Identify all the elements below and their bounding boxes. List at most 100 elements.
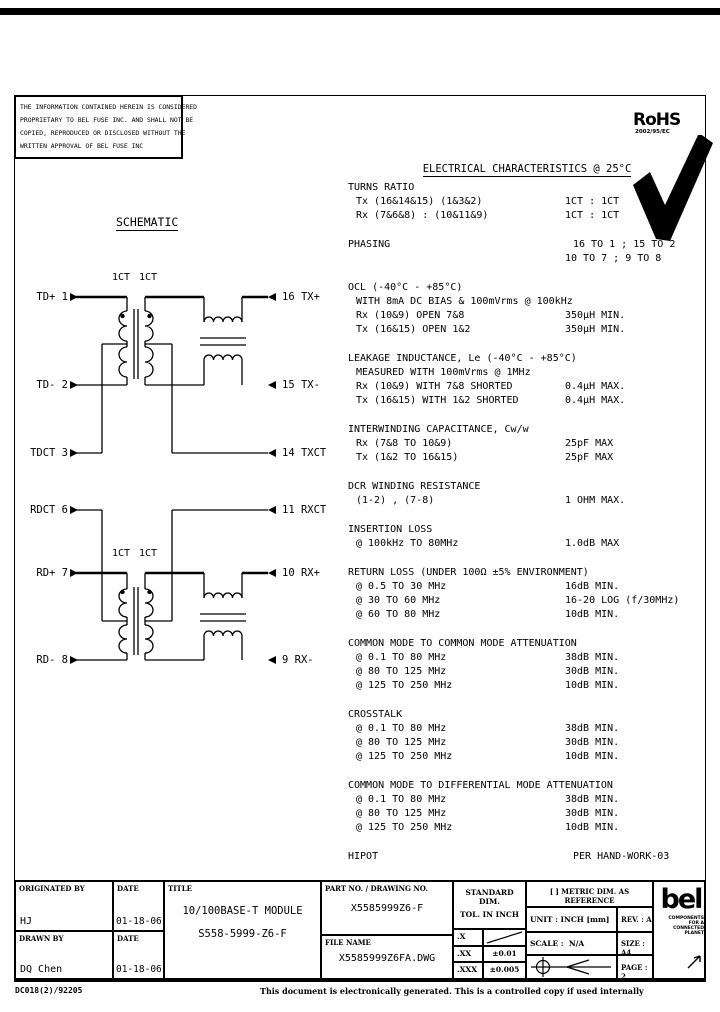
spec-value: 30dB MIN. (565, 666, 620, 677)
third-angle-projection-icon (531, 957, 611, 977)
spec-value: 10dB MIN. (565, 609, 620, 620)
title-label: TITLE (168, 884, 192, 893)
tolerance-value-cell: ±0.01 (482, 945, 525, 961)
spec-label: Tx (16&14&15) (1&3&2) (356, 196, 483, 207)
top-bar (0, 8, 720, 15)
unit-cell: UNIT : INCH [mm] (525, 906, 616, 931)
drawing-part-number: S558-5999-Z6-F (198, 928, 287, 940)
rev-value: A (646, 915, 652, 924)
spec-label: Tx (16&15) OPEN 1&2 (356, 324, 471, 335)
file-name-cell: FILE NAME X5585999Z6FA.DWG (320, 934, 452, 978)
spec-row: Tx (16&15) OPEN 1&2 350µH MIN. (348, 323, 706, 337)
spec-value: 38dB MIN. (565, 723, 620, 734)
spec-heading: OCL (-40°C - +85°C) (348, 282, 463, 293)
spec-label: @ 80 TO 125 MHz (356, 808, 447, 819)
spec-label: Rx (10&9) OPEN 7&8 (356, 310, 465, 321)
spec-value: 38dB MIN. (565, 794, 620, 805)
spec-value: PER HAND-WORK-03 (573, 851, 670, 862)
not-applicable-slash-icon (486, 931, 523, 944)
spec-label: (1-2) , (7-8) (356, 495, 435, 506)
spec-label: Tx (16&15) WITH 1&2 SHORTED (356, 395, 519, 406)
tolerance-value: ±0.01 (492, 949, 517, 958)
size-cell: SIZE : A4 (616, 931, 652, 957)
spec-value: 350µH MIN. (565, 324, 626, 335)
spec-label: @ 0.1 TO 80 MHz (356, 723, 447, 734)
originated-by-cell: ORIGINATED BY HJ (16, 882, 112, 930)
spec-value: 10dB MIN. (565, 751, 620, 762)
proprietary-line: COPIED, REPRODUCED OR DISCLOSED WITHOUT … (20, 129, 186, 137)
spec-value: 30dB MIN. (565, 808, 620, 819)
spec-heading: COMMON MODE TO COMMON MODE ATTENUATION (348, 638, 577, 649)
spec-row: 10 TO 7 ; 9 TO 8 (348, 252, 706, 266)
size-value: A4 (621, 948, 632, 957)
spec-row: Tx (16&14&15) (1&3&2) 1CT : 1CT (348, 195, 706, 209)
proprietary-line: WRITTEN APPROVAL OF BEL FUSE INC (20, 142, 144, 150)
spec-section: COMMON MODE TO DIFFERENTIAL MODE ATTENUA… (348, 779, 706, 835)
spec-row: @ 0.1 TO 80 MHz 38dB MIN. (348, 793, 706, 807)
schematic-drawing (70, 293, 276, 664)
tolerance-place-cell: .X (452, 928, 482, 945)
rohs-checkmark-icon (633, 133, 713, 241)
bel-logo-text: bel (660, 884, 704, 915)
spec-label: Rx (7&8 TO 10&9) (356, 438, 453, 449)
spec-label: Rx (10&9) WITH 7&8 SHORTED (356, 381, 513, 392)
spec-value: 16dB MIN. (565, 581, 620, 592)
spec-value: 25pF MAX (565, 438, 614, 449)
footer-doc-code: DC018(2)/92205 (15, 986, 83, 995)
standard-dim-line2: TOL. IN INCH (459, 910, 519, 919)
unit-label: UNIT : INCH [mm] (530, 915, 610, 924)
spec-row: @ 125 TO 250 MHz 10dB MIN. (348, 679, 706, 693)
spec-section: RETURN LOSS (UNDER 100Ω ±5% ENVIRONMENT)… (348, 566, 706, 622)
spec-label: MEASURED WITH 100mVrms @ 1MHz (356, 367, 531, 378)
spec-value: 10dB MIN. (565, 680, 620, 691)
spec-section: OCL (-40°C - +85°C)WITH 8mA DC BIAS & 10… (348, 281, 706, 337)
part-no-label: PART NO. / DRAWING NO. (325, 884, 428, 893)
scale-value: N/A (568, 939, 585, 948)
date-label: DATE (117, 934, 139, 943)
schematic-title: SCHEMATIC (116, 215, 179, 231)
electrical-title: ELECTRICAL CHARACTERISTICS @ 25°C (422, 163, 632, 177)
pin-arrows (70, 293, 276, 664)
spec-section: INSERTION LOSS @ 100kHz TO 80MHz 1.0dB MAX (348, 523, 706, 551)
page-label: PAGE : (621, 963, 648, 972)
originated-by-label: ORIGINATED BY (19, 884, 85, 893)
rohs-logo: RoHS 2002/95/EC (625, 112, 720, 242)
spec-label: @ 80 TO 125 MHz (356, 737, 447, 748)
date-label: DATE (117, 884, 139, 893)
tolerance-value-cell: ±0.005 (482, 961, 525, 978)
spec-label: @ 125 TO 250 MHz (356, 680, 453, 691)
spec-heading: DCR WINDING RESISTANCE (348, 481, 481, 492)
spec-row: Rx (7&8 TO 10&9) 25pF MAX (348, 437, 706, 451)
spec-heading: RETURN LOSS (UNDER 100Ω ±5% ENVIRONMENT) (348, 567, 589, 578)
spec-row: MEASURED WITH 100mVrms @ 1MHz (348, 366, 706, 380)
spec-value: 1CT : 1CT (565, 196, 620, 207)
proprietary-notice: THE INFORMATION CONTAINED HEREIN IS CONS… (14, 95, 197, 159)
spec-label: @ 0.1 TO 80 MHz (356, 794, 447, 805)
spec-row: @ 80 TO 125 MHz 30dB MIN. (348, 807, 706, 821)
spec-label: @ 0.5 TO 30 MHz (356, 581, 447, 592)
tolerance-place-cell: .XXX (452, 961, 482, 978)
originated-by-value: HJ (20, 916, 33, 927)
spec-value: 38dB MIN. (565, 652, 620, 663)
title-block: ORIGINATED BY HJ DATE 01-18-06 DRAWN BY … (14, 880, 706, 981)
spec-section: DCR WINDING RESISTANCE(1-2) , (7-8)1 OHM… (348, 480, 706, 508)
file-name-value: X5585999Z6FA.DWG (338, 953, 436, 964)
spec-value: 10 TO 7 ; 9 TO 8 (565, 253, 662, 264)
spec-label: @ 100kHz TO 80MHz (356, 538, 459, 549)
spec-section: COMMON MODE TO COMMON MODE ATTENUATION @ … (348, 637, 706, 693)
spec-heading: INSERTION LOSS (348, 524, 433, 535)
drawing-title: 10/100BASE-T MODULE (182, 905, 303, 917)
size-label: SIZE : (621, 939, 645, 948)
spec-value: 1.0dB MAX (565, 538, 620, 549)
